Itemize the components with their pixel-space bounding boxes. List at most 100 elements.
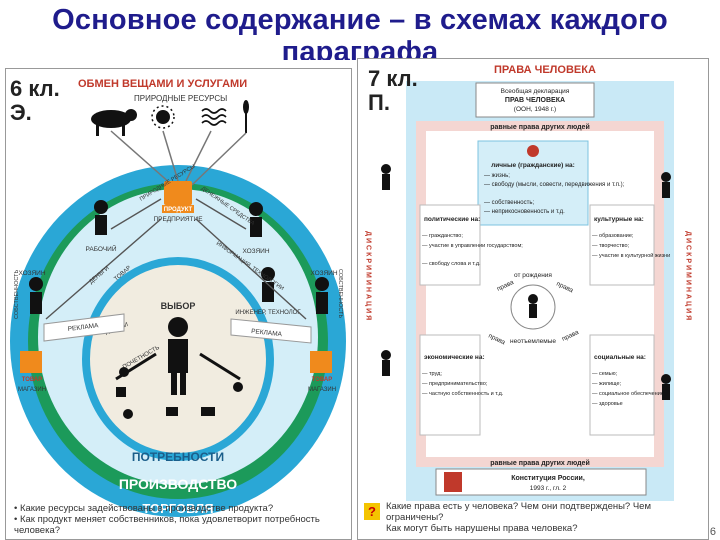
title-line-2: параграфа xyxy=(281,36,439,60)
human-rights-scheme-panel: ПРАВА ЧЕЛОВЕКА Всеобщая декларация ПРАВ … xyxy=(357,58,709,540)
enterprise-badge xyxy=(162,205,194,213)
ownership-label: СОБСТВЕННОСТЬ xyxy=(14,269,20,319)
person-icon xyxy=(315,277,329,314)
owner-label: ХОЗЯИН xyxy=(242,248,269,255)
person-icon xyxy=(29,277,43,314)
water-icon xyxy=(201,108,227,126)
center-word: неотъемлемые xyxy=(510,338,556,345)
emblem-icon xyxy=(444,472,462,492)
shop-building-icon xyxy=(310,351,332,373)
page-number: 6 xyxy=(709,526,716,538)
center-word: от рождения xyxy=(514,272,552,279)
arrow xyxy=(162,130,179,182)
arrow xyxy=(185,130,212,182)
needs-icon xyxy=(166,407,178,416)
arrow xyxy=(195,198,247,230)
needs-icon xyxy=(123,409,133,419)
grade-7-label: 7 кл. П. xyxy=(368,67,418,115)
cultural-title: культурные на: xyxy=(594,216,644,223)
declaration-line: Всеобщая декларация xyxy=(501,87,570,95)
person-icon xyxy=(249,202,263,237)
cow-icon xyxy=(91,109,137,136)
personal-title: личные (гражданские) на: xyxy=(491,162,575,169)
needs-icon xyxy=(119,367,129,377)
economic-item: — предпринимательство; xyxy=(422,381,488,387)
arrow xyxy=(191,132,247,186)
ring-production-label: ПРОИЗВОДСТВО xyxy=(119,476,237,492)
engineer-label: ИНЖЕНЕР, ТЕХНОЛОГ xyxy=(235,310,301,316)
personal-item: — собственность; xyxy=(484,200,534,206)
needs-icon xyxy=(116,387,126,397)
worker-label: РАБОЧИЙ xyxy=(85,244,116,253)
arrow xyxy=(199,352,241,381)
arrow xyxy=(195,218,307,320)
sun-icon xyxy=(151,105,175,129)
person-icon xyxy=(661,374,671,400)
subject-text: П. xyxy=(368,90,390,115)
personal-item: — свободу (мысли, совести, передвижения … xyxy=(484,182,625,188)
person-icon xyxy=(381,164,391,190)
human-rights-diagram: ПРАВА ЧЕЛОВЕКА Всеобщая декларация ПРАВ … xyxy=(365,64,692,501)
owner-label: ХОЗЯИН xyxy=(310,270,337,277)
political-item: — гражданство; xyxy=(422,233,463,239)
social-item: — жилище; xyxy=(592,381,622,387)
needs-icon xyxy=(201,407,215,416)
ring-trade-label: ТОРГОВЛЯ xyxy=(142,501,213,516)
question-text: Как продукт меняет собственников, пока у… xyxy=(14,514,320,536)
personal-item: — жизнь; xyxy=(484,173,510,179)
discrimination-label: ДИСКРИМИНАЦИЯ xyxy=(365,231,372,322)
right-questions: Какие права есть у человека? Чем они под… xyxy=(386,501,702,534)
cultural-item: — творчество; xyxy=(592,243,630,249)
needs-icon xyxy=(233,382,243,392)
person-icon xyxy=(661,172,671,198)
shop-label: МАГАЗИН xyxy=(308,387,336,393)
choice-label: ВЫБОР xyxy=(161,301,196,311)
social-item: — социальное обеспечение; xyxy=(592,391,666,397)
ads-label: РЕКЛАМА xyxy=(251,328,283,338)
side-bar xyxy=(416,131,426,457)
economic-item: — частную собственность и т.д. xyxy=(422,391,504,397)
economics-scheme-panel: ПОТРЕБНОСТИ ПРОИЗВОДСТВО ТОРГОВЛЯ ОБМЕН … xyxy=(5,68,352,540)
question-item: • Как продукт меняет собственников, пока… xyxy=(14,514,320,536)
person-icon xyxy=(168,317,188,395)
declaration-line: ПРАВ ЧЕЛОВЕКА xyxy=(505,97,565,104)
right-heading: ПРАВА ЧЕЛОВЕКА xyxy=(494,64,596,76)
economics-diagram: ПОТРЕБНОСТИ ПРОИЗВОДСТВО ТОРГОВЛЯ ОБМЕН … xyxy=(10,78,346,517)
social-title: социальные на: xyxy=(594,354,646,361)
arrow xyxy=(45,218,162,320)
product-badge: ТОВАР xyxy=(312,377,333,383)
arrow xyxy=(110,198,162,230)
enterprise-building-icon xyxy=(164,181,192,205)
slide-title: Основное содержание – в схемах каждого п… xyxy=(0,4,720,60)
constitution-box xyxy=(435,468,647,496)
equal-rights-bar xyxy=(416,457,664,467)
cultural-rights-box xyxy=(589,204,655,286)
grade-6-label: 6 кл. Э. xyxy=(10,77,60,125)
left-heading: ОБМЕН ВЕЩАМИ И УСЛУГАМИ xyxy=(78,78,247,90)
political-item: — свободу слова и т.д. xyxy=(422,261,481,267)
equal-rights-bar xyxy=(416,121,664,131)
cultural-item: — образование; xyxy=(592,233,634,239)
person-icon xyxy=(381,350,391,376)
enterprise-label: ПРЕДПРИЯТИЕ xyxy=(153,216,203,223)
owner-label: ХОЗЯИН xyxy=(18,270,45,277)
question-text: Какие ресурсы задействованы в производст… xyxy=(19,503,274,514)
flower-icon xyxy=(527,145,539,157)
economic-item: — труд; xyxy=(422,371,442,377)
cultural-item: — участие в культурной жизни xyxy=(592,252,670,259)
left-questions: • Какие ресурсы задействованы в производ… xyxy=(14,503,344,536)
subject-text: Э. xyxy=(10,100,32,125)
economic-title: экономические на: xyxy=(424,354,485,361)
enterprise-badge-text: ПРОДУКТ xyxy=(164,207,193,213)
shop-label: МАГАЗИН xyxy=(18,387,46,393)
political-rights-box xyxy=(419,204,481,286)
ring-needs-label: ПОТРЕБНОСТИ xyxy=(132,450,224,464)
personal-item: — неприкосновенность и т.д. xyxy=(484,209,565,215)
equal-rights-label: равные права других людей xyxy=(490,459,590,467)
declaration-box xyxy=(475,82,595,118)
title-line-1: Основное содержание – в схемах каждого xyxy=(52,4,668,36)
declaration-line: (ООН, 1948 г.) xyxy=(514,106,556,113)
wheat-icon xyxy=(243,100,249,133)
equal-rights-label: равные права других людей xyxy=(490,123,590,131)
person-icon xyxy=(94,200,108,235)
